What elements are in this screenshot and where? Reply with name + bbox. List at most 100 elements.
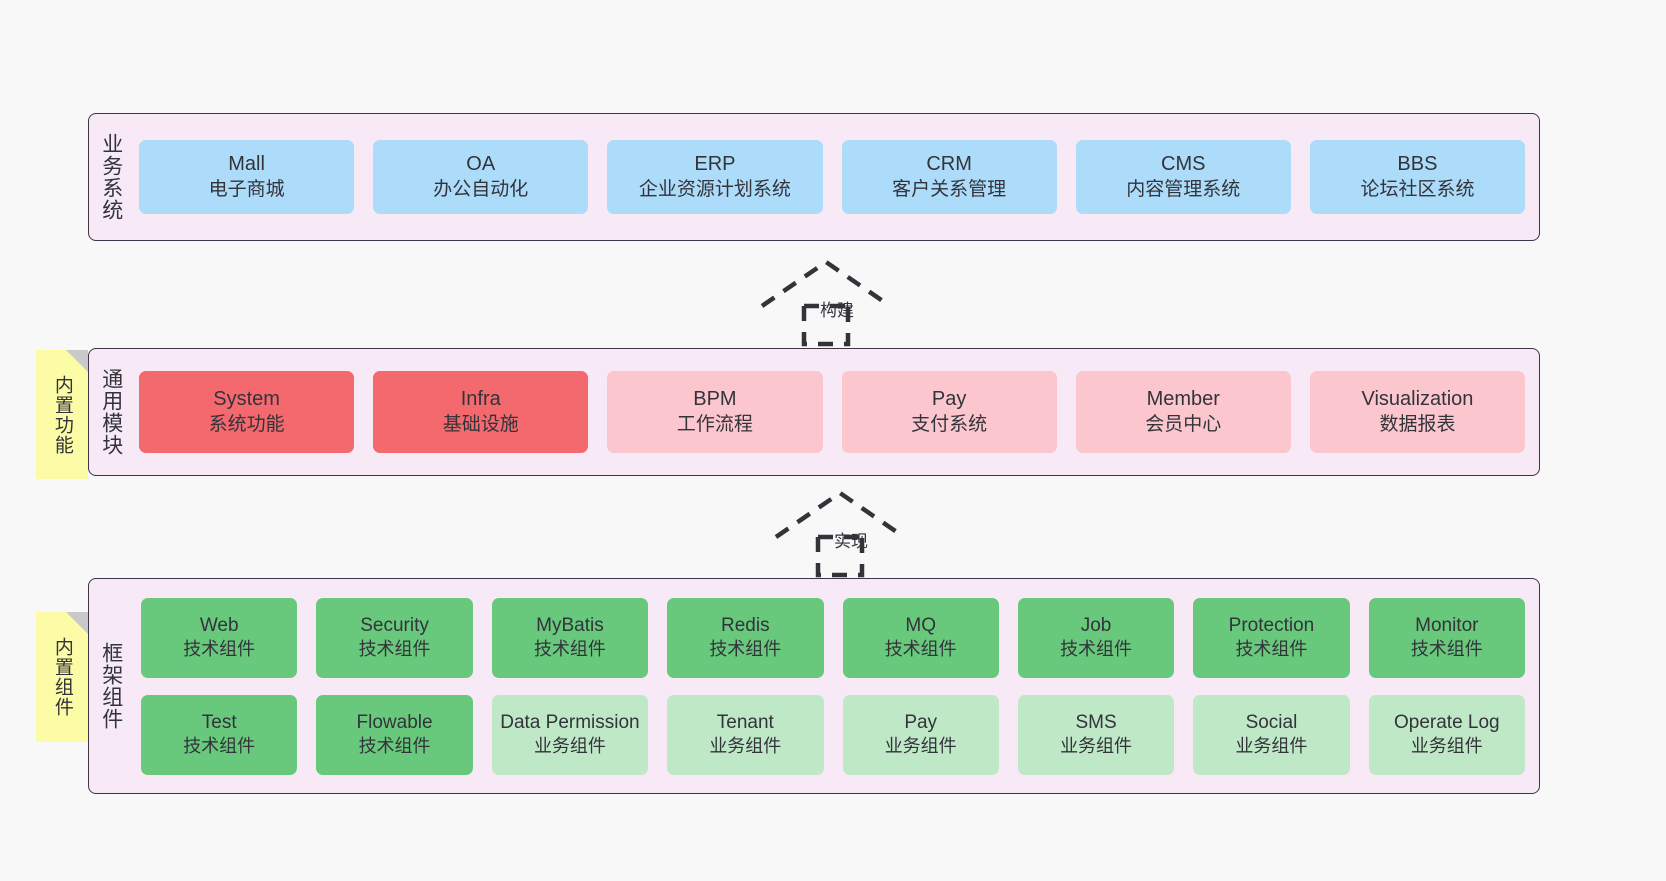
- card-bpm[interactable]: BPM 工作流程: [607, 371, 823, 453]
- card-subtitle: 会员中心: [1145, 413, 1222, 435]
- card-subtitle: 技术组件: [533, 639, 606, 660]
- card-subtitle: 数据报表: [1379, 413, 1456, 435]
- card-title: Member: [1146, 388, 1220, 411]
- note-builtin-function: 内置功能: [36, 350, 88, 479]
- card-title: Pay: [931, 388, 967, 411]
- card-subtitle: 技术组件: [358, 639, 431, 660]
- layer-body-common: System 系统功能 Infra 基础设施 BPM 工作流程 Pay 支付系统…: [133, 349, 1539, 475]
- card-subtitle: 技术组件: [884, 639, 957, 660]
- card-flowable[interactable]: Flowable 技术组件: [316, 694, 473, 775]
- card-tenant[interactable]: Tenant 业务组件: [667, 694, 824, 775]
- dashed-generalization-arrow-icon: [760, 259, 892, 347]
- card-title: Web: [199, 614, 239, 636]
- connector-implement-label: 实现: [834, 532, 868, 551]
- card-sms[interactable]: SMS 业务组件: [1017, 694, 1175, 775]
- card-system[interactable]: System 系统功能: [139, 371, 355, 453]
- card-crm[interactable]: CRM 客户关系管理: [841, 140, 1057, 214]
- card-subtitle: 技术组件: [1235, 639, 1308, 660]
- card-bbs[interactable]: BBS 论坛社区系统: [1309, 140, 1526, 214]
- card-subtitle: 内容管理系统: [1126, 178, 1241, 200]
- card-member[interactable]: Member 会员中心: [1075, 371, 1291, 453]
- card-mybatis[interactable]: MyBatis 技术组件: [491, 597, 649, 678]
- card-subtitle: 论坛社区系统: [1360, 178, 1475, 200]
- card-mq[interactable]: MQ 技术组件: [842, 597, 999, 678]
- card-subtitle: 支付系统: [911, 413, 988, 435]
- card-subtitle: 企业资源计划系统: [638, 178, 791, 200]
- card-oa[interactable]: OA 办公自动化: [373, 140, 589, 214]
- card-subtitle: 基础设施: [442, 413, 519, 435]
- card-title: Mall: [228, 153, 265, 176]
- card-title: SMS: [1075, 711, 1117, 733]
- card-title: BPM: [693, 388, 737, 411]
- note-fold-corner-icon: [66, 612, 88, 634]
- card-infra[interactable]: Infra 基础设施: [373, 371, 589, 453]
- card-title: Infra: [460, 388, 501, 411]
- card-title: Redis: [721, 614, 770, 636]
- connector-build: 构建: [756, 256, 906, 347]
- card-subtitle: 技术组件: [1060, 639, 1133, 660]
- card-subtitle: 工作流程: [676, 413, 753, 435]
- card-subtitle: 电子商城: [208, 178, 285, 200]
- card-title: Social: [1245, 711, 1298, 733]
- card-title: Pay: [904, 711, 938, 733]
- card-subtitle: 技术组件: [1410, 639, 1483, 660]
- card-erp[interactable]: ERP 企业资源计划系统: [607, 140, 823, 214]
- layer-title-framework: 框架组件: [99, 642, 123, 730]
- card-subtitle: 业务组件: [533, 736, 606, 757]
- card-subtitle: 技术组件: [183, 639, 256, 660]
- card-redis[interactable]: Redis 技术组件: [667, 597, 824, 678]
- layer-common-module: 通用模块 System 系统功能 Infra 基础设施 BPM 工作流程 Pay…: [88, 348, 1540, 476]
- card-title: Protection: [1228, 614, 1315, 636]
- card-operate-log[interactable]: Operate Log 业务组件: [1368, 694, 1525, 775]
- card-social[interactable]: Social 业务组件: [1193, 694, 1350, 775]
- card-pay-component[interactable]: Pay 业务组件: [842, 694, 999, 775]
- card-title: BBS: [1397, 153, 1438, 176]
- layer-business-system: 业务系统 Mall 电子商城 OA 办公自动化 ERP 企业资源计划系统 CRM…: [88, 113, 1540, 241]
- card-subtitle: 客户关系管理: [892, 178, 1007, 200]
- card-mall[interactable]: Mall 电子商城: [139, 140, 355, 214]
- card-visualization[interactable]: Visualization 数据报表: [1309, 371, 1526, 453]
- card-title: Test: [201, 711, 237, 733]
- card-subtitle: 办公自动化: [433, 178, 529, 200]
- card-subtitle: 业务组件: [884, 736, 957, 757]
- card-test[interactable]: Test 技术组件: [141, 694, 298, 775]
- card-protection[interactable]: Protection 技术组件: [1193, 597, 1350, 678]
- card-pay[interactable]: Pay 支付系统: [841, 371, 1057, 453]
- card-title: CRM: [926, 153, 972, 176]
- card-job[interactable]: Job 技术组件: [1017, 597, 1175, 678]
- layer-title-common: 通用模块: [99, 368, 123, 456]
- card-subtitle: 技术组件: [709, 639, 782, 660]
- card-subtitle: 系统功能: [208, 413, 285, 435]
- card-subtitle: 技术组件: [183, 736, 256, 757]
- card-title: ERP: [694, 153, 736, 176]
- connector-build-label: 构建: [820, 301, 854, 320]
- note-fold-corner-icon: [66, 350, 88, 372]
- card-title: Data Permission: [500, 711, 640, 733]
- card-monitor[interactable]: Monitor 技术组件: [1368, 597, 1525, 678]
- layer-title-business: 业务系统: [99, 133, 123, 221]
- card-title: Operate Log: [1393, 711, 1500, 733]
- layer-framework-component: 框架组件 Web 技术组件 Security 技术组件 MyBatis 技术组件…: [88, 578, 1540, 794]
- framework-card-row-tech: Web 技术组件 Security 技术组件 MyBatis 技术组件 Redi…: [141, 597, 1525, 678]
- layer-body-framework: Web 技术组件 Security 技术组件 MyBatis 技术组件 Redi…: [133, 579, 1539, 793]
- card-title: Tenant: [716, 711, 774, 733]
- layer-body-business: Mall 电子商城 OA 办公自动化 ERP 企业资源计划系统 CRM 客户关系…: [133, 114, 1539, 240]
- common-card-row: System 系统功能 Infra 基础设施 BPM 工作流程 Pay 支付系统…: [139, 371, 1526, 453]
- card-title: Job: [1080, 614, 1112, 636]
- card-subtitle: 技术组件: [358, 736, 431, 757]
- card-title: Flowable: [356, 711, 433, 733]
- card-cms[interactable]: CMS 内容管理系统: [1075, 140, 1291, 214]
- dashed-generalization-arrow-icon: [774, 490, 906, 578]
- card-title: System: [213, 388, 280, 411]
- card-title: Visualization: [1361, 388, 1474, 411]
- connector-implement: 实现: [770, 487, 920, 578]
- card-title: MyBatis: [536, 614, 604, 636]
- card-subtitle: 业务组件: [709, 736, 782, 757]
- card-title: Security: [360, 614, 429, 636]
- card-title: CMS: [1161, 153, 1206, 176]
- card-web[interactable]: Web 技术组件: [141, 597, 298, 678]
- business-card-row: Mall 电子商城 OA 办公自动化 ERP 企业资源计划系统 CRM 客户关系…: [139, 140, 1526, 214]
- note-label: 内置功能: [51, 374, 73, 455]
- card-security[interactable]: Security 技术组件: [316, 597, 473, 678]
- card-data-permission[interactable]: Data Permission 业务组件: [491, 694, 649, 775]
